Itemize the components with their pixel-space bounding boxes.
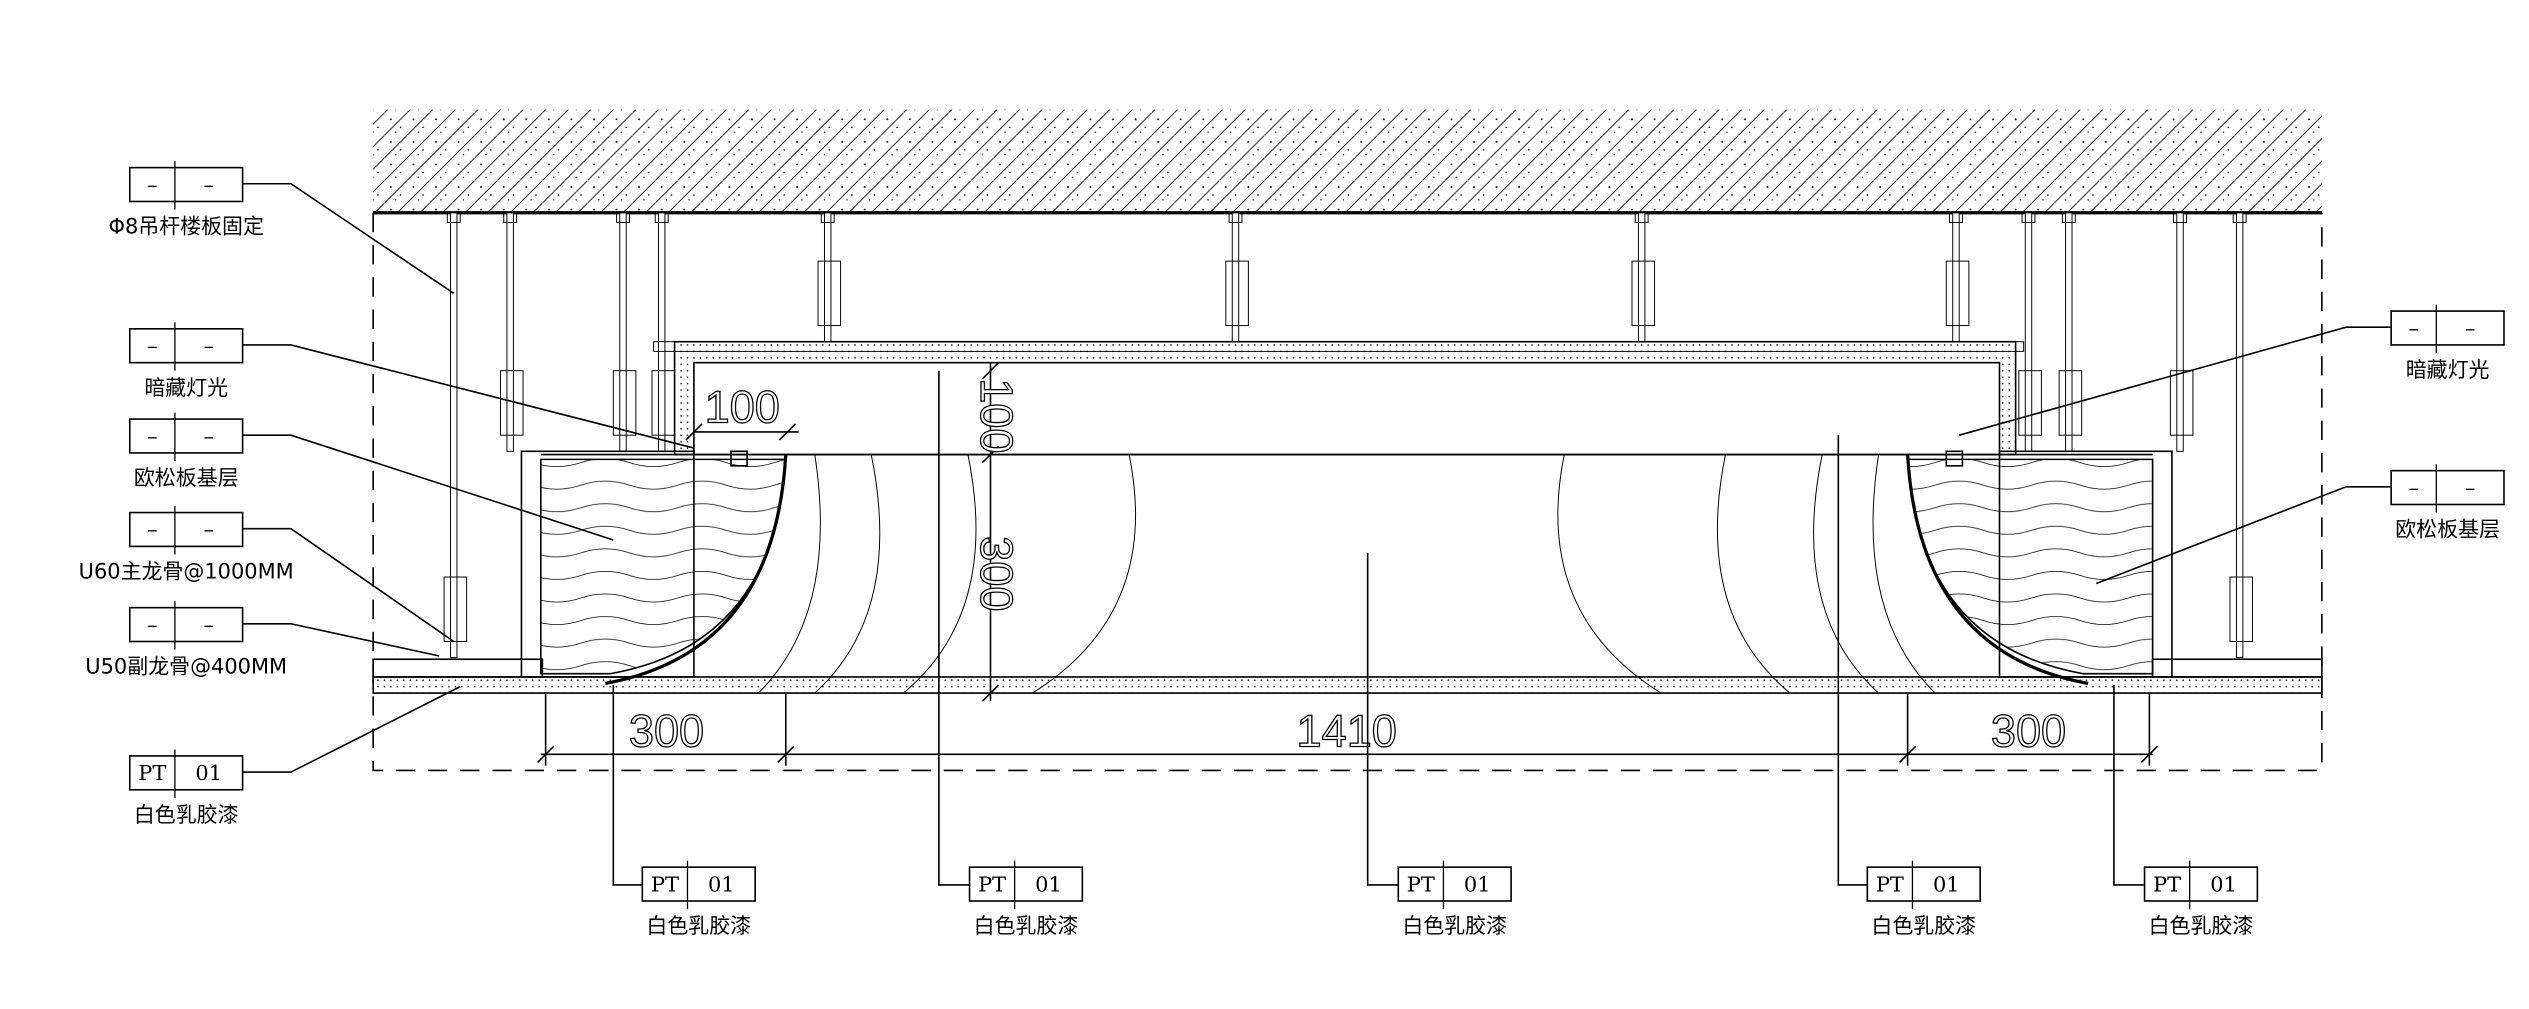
hanger-rod — [1952, 212, 1960, 343]
bottom-material-tag: PT 01 白色乳胶漆 — [968, 860, 1084, 938]
hanger-rod — [2065, 212, 2073, 452]
hanger-clip — [1631, 260, 1656, 327]
tag-description: 暗藏灯光 — [2406, 358, 2490, 382]
tag-number: – — [204, 173, 214, 197]
tag-number: 01 — [1464, 872, 1491, 896]
tag-code: PT — [2153, 872, 2181, 896]
dim-lamp-gap: 100 — [705, 381, 780, 432]
tag-number: 01 — [708, 872, 735, 896]
hanger-clip — [443, 576, 468, 642]
hanger-clip — [1945, 260, 1970, 327]
tag-code: – — [147, 518, 157, 542]
tag-description: 白色乳胶漆 — [1871, 914, 1976, 938]
hanger-clip — [817, 260, 842, 327]
dim-left-width: 300 — [629, 705, 704, 756]
tag-description: 白色乳胶漆 — [2149, 914, 2254, 938]
tag-description: 欧松板基层 — [134, 466, 239, 490]
hanger-clip — [2169, 370, 2194, 436]
dim-box-height: 100 — [971, 378, 1022, 453]
hanger-clip — [2229, 576, 2254, 642]
ceiling-arcs — [758, 454, 1936, 694]
hanger-rod — [1231, 212, 1240, 343]
right-material-tag: – – 暗藏灯光 — [2390, 304, 2505, 382]
tag-description: U60主龙骨@1000MM — [79, 560, 294, 584]
hanger-clip — [2058, 370, 2083, 436]
bottom-material-tag: PT 01 白色乳胶漆 — [1866, 860, 1981, 938]
tag-number: – — [2465, 476, 2475, 500]
hanger-rod — [657, 212, 666, 452]
tag-number: 01 — [195, 761, 222, 785]
tag-description: 白色乳胶漆 — [1402, 914, 1507, 938]
left-material-tag: – – 暗藏灯光 — [128, 322, 244, 400]
hanger-rod — [2176, 212, 2184, 452]
tag-number: – — [204, 613, 214, 637]
tag-number: 01 — [1035, 872, 1062, 896]
dim-drop-height: 300 — [971, 536, 1022, 611]
tag-number: – — [204, 334, 214, 358]
tag-code: – — [2408, 316, 2418, 340]
tag-description: 暗藏灯光 — [144, 376, 228, 400]
tag-code: PT — [651, 872, 679, 896]
tag-description: 白色乳胶漆 — [974, 914, 1079, 938]
bottom-material-tag: PT 01 白色乳胶漆 — [2143, 860, 2259, 938]
tag-code: – — [2408, 476, 2418, 500]
right-curved-drop — [1906, 450, 2173, 685]
central-light-box — [653, 340, 2025, 456]
hanger-rod — [823, 212, 832, 343]
concrete-slab — [373, 109, 2322, 213]
hanger-rod — [506, 212, 514, 452]
leader-lines — [242, 182, 2392, 886]
tag-description: U50副龙骨@400MM — [85, 655, 287, 679]
tag-number: – — [204, 518, 214, 542]
hanger-rod — [1637, 212, 1646, 343]
left-material-tag: – – U50副龙骨@400MM — [85, 601, 287, 679]
hanger-rod — [619, 212, 627, 452]
tag-number: 01 — [2210, 872, 2237, 896]
left-material-tag: – – Φ8吊杆楼板固定 — [108, 161, 264, 239]
left-material-tag: – – U60主龙骨@1000MM — [79, 506, 294, 584]
hanger-clip — [612, 370, 637, 436]
gypsum-ceiling-board — [372, 676, 2323, 694]
tag-description: Φ8吊杆楼板固定 — [108, 215, 263, 239]
dim-right-width: 300 — [1991, 705, 2066, 756]
hanger-rod — [450, 212, 458, 659]
bottom-material-tag: PT 01 白色乳胶漆 — [641, 860, 756, 938]
hanger-rod — [2235, 212, 2244, 659]
dim-center-width: 1410 — [1297, 705, 1397, 756]
tag-number: 01 — [1933, 872, 1960, 896]
tag-code: – — [147, 334, 157, 358]
tag-code: – — [147, 424, 157, 448]
section-boundary — [372, 212, 2323, 772]
tag-description: 白色乳胶漆 — [646, 914, 751, 938]
right-material-tag: – – 欧松板基层 — [2390, 464, 2505, 542]
tag-code: PT — [138, 761, 166, 785]
tag-description: 欧松板基层 — [2395, 518, 2500, 542]
tag-code: – — [147, 173, 157, 197]
tag-code: PT — [1407, 872, 1435, 896]
hanger-clip — [500, 370, 524, 436]
left-curved-drop — [520, 450, 788, 685]
hanger-clip — [1225, 260, 1249, 327]
tag-code: PT — [1876, 872, 1904, 896]
dimension-lines — [536, 362, 2159, 766]
hanger-clip — [2018, 370, 2042, 436]
bottom-material-tag: PT 01 白色乳胶漆 — [1397, 860, 1512, 938]
tag-number: – — [2465, 316, 2475, 340]
left-material-tag: PT 01 白色乳胶漆 — [128, 749, 244, 827]
tag-code: – — [147, 613, 157, 637]
tag-number: – — [204, 424, 214, 448]
tag-description: 白色乳胶漆 — [134, 803, 239, 827]
tag-code: PT — [978, 872, 1006, 896]
left-material-tag: – – 欧松板基层 — [128, 412, 244, 490]
